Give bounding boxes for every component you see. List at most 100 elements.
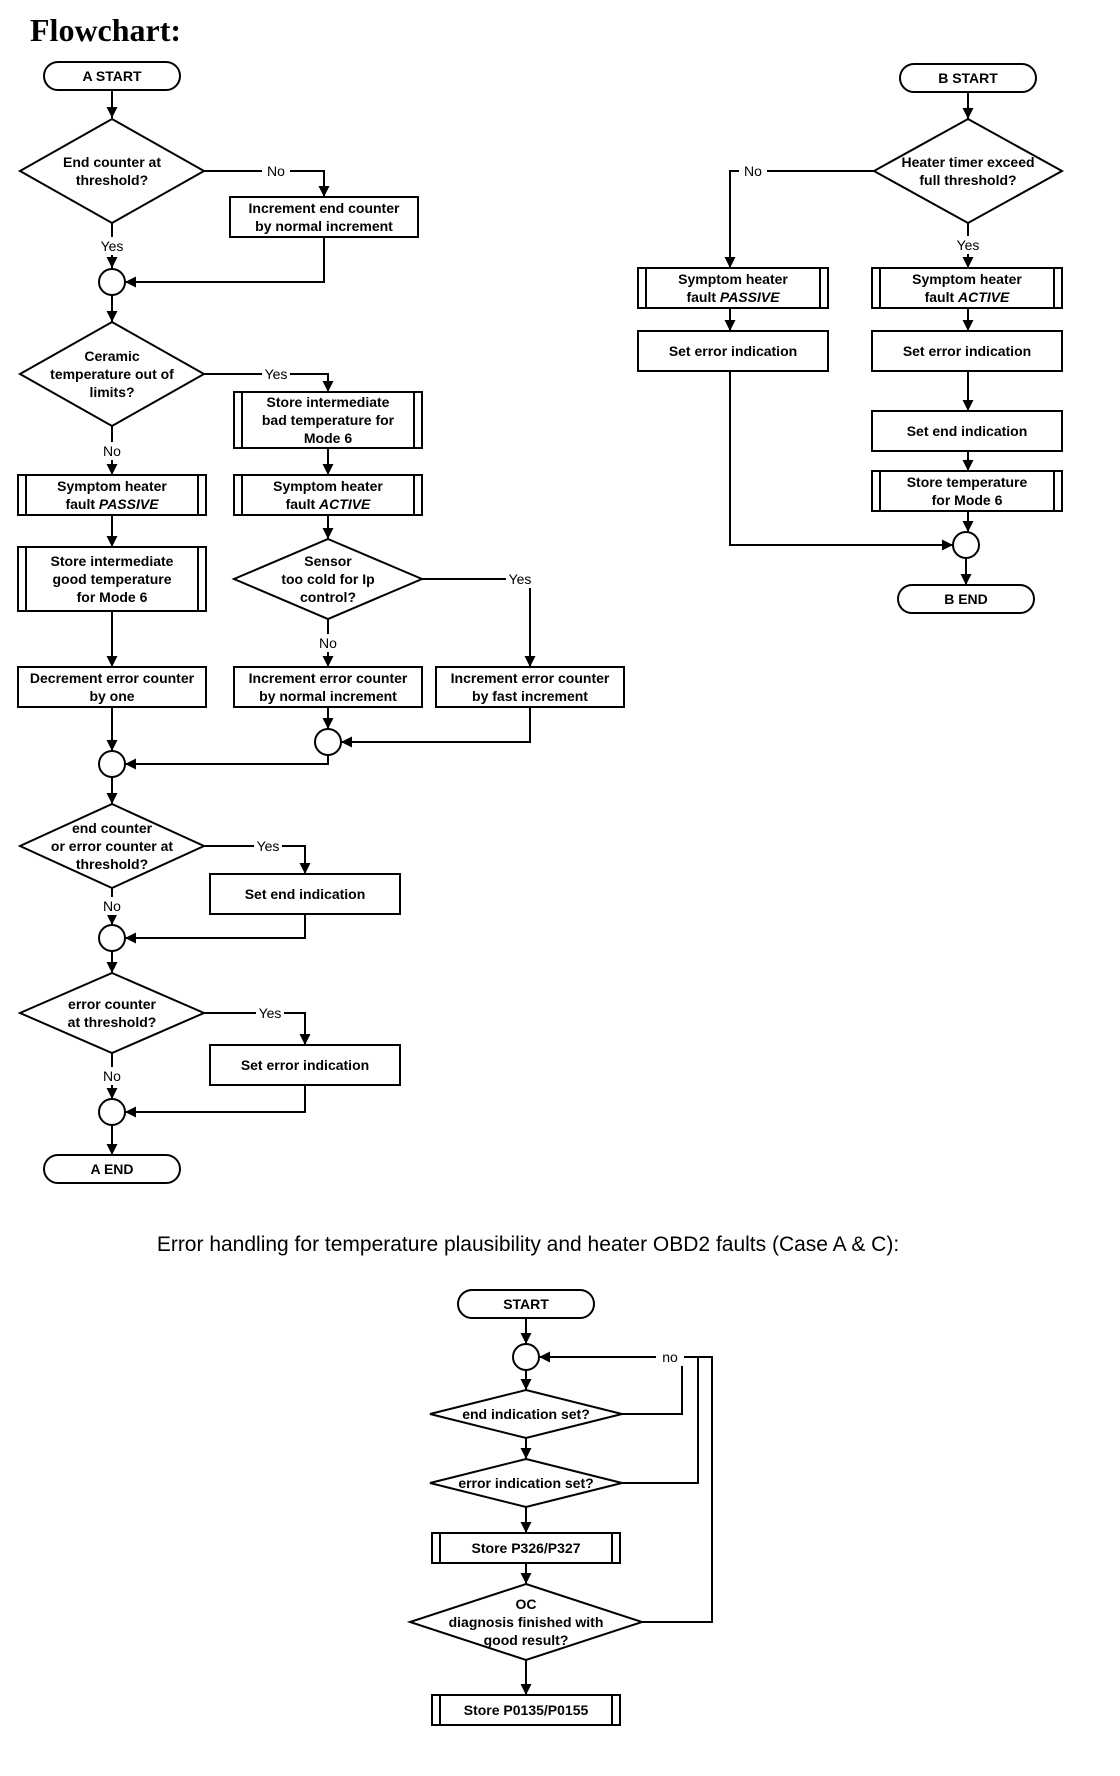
connector [622, 1357, 683, 1415]
a-start-terminal-label: A START [82, 68, 142, 84]
arrowhead [520, 1684, 532, 1695]
edge-label-no: No [103, 443, 121, 459]
b-end-terminal-label: B END [944, 591, 988, 607]
c-store-p326-box-line: Store P326/P327 [472, 1540, 581, 1556]
edge-label-no: No [103, 1068, 121, 1084]
edge-label-bg [262, 162, 290, 180]
a-sensor-cold-decision-line: too cold for Ip [281, 571, 374, 587]
a-increment-error-normal-box-line: Increment error counter [249, 670, 408, 686]
a-end-counter-decision: End counter at threshold? [17, 117, 207, 225]
arrowhead [962, 460, 974, 471]
c-store-p326-box-shape [431, 1532, 621, 1564]
a-error-counter-decision-line: at threshold? [68, 1014, 157, 1030]
connector [729, 371, 953, 546]
arrowhead [962, 521, 974, 532]
b-symptom-active-box-line: Symptom heater [912, 271, 1022, 287]
a-decrement-error-box-shape [17, 666, 207, 708]
b-end-terminal-shape [897, 584, 1035, 614]
b-set-end-indication-box: Set end indication [871, 410, 1063, 452]
edge-label-yes: Yes [265, 366, 288, 382]
a-ceramic-temp-decision-line: limits? [89, 384, 134, 400]
arrowhead [539, 1351, 550, 1363]
a-end-or-error-decision-shape [17, 802, 207, 890]
arrowhead [962, 108, 974, 119]
a-ceramic-temp-decision-line: Ceramic [84, 348, 139, 364]
arrowhead [106, 464, 118, 475]
a-symptom-passive-box-line: Symptom heater [57, 478, 167, 494]
edge-label-bg [314, 634, 342, 652]
b-set-error-right-box: Set error indication [871, 330, 1063, 372]
a-store-good-temp-box-line: good temperature [52, 571, 171, 587]
c-start-terminal-label: START [503, 1296, 549, 1312]
b-heater-timer-decision-shape [871, 117, 1065, 225]
arrowhead [106, 793, 118, 804]
connector [125, 914, 306, 939]
arrowhead [106, 536, 118, 547]
arrowhead [106, 257, 118, 268]
arrowhead [524, 656, 536, 667]
b-symptom-passive-box-shape [637, 267, 829, 309]
arrowhead [125, 1106, 136, 1118]
b-set-end-indication-box-line: Set end indication [907, 423, 1028, 439]
c-oc-diagnosis-decision-shape [406, 1582, 646, 1662]
arrowhead [318, 186, 330, 197]
connector [125, 1085, 306, 1113]
a-set-end-indication-box: Set end indication [209, 873, 401, 915]
a-store-good-temp-box-line: for Mode 6 [77, 589, 148, 605]
b-heater-timer-decision-line: Heater timer exceed [901, 154, 1034, 170]
c-end-indication-decision-line: end indication set? [462, 1406, 590, 1422]
a-junction-3 [98, 750, 126, 778]
b-start-terminal-shape [899, 63, 1037, 93]
a-sensor-cold-decision-line: Sensor [304, 553, 352, 569]
a-end-counter-decision-line: End counter at [63, 154, 161, 170]
a-junction-2 [314, 728, 342, 756]
edge-label-no: No [103, 898, 121, 914]
a-error-counter-decision-shape [17, 971, 207, 1055]
b-end-terminal: B END [897, 584, 1035, 614]
c-end-indication-decision-shape [429, 1388, 623, 1440]
edge-label-bg [262, 365, 290, 383]
arrowhead [299, 863, 311, 874]
a-store-bad-temp-box-line: bad temperature for [262, 412, 395, 428]
edge-label-yes: Yes [257, 838, 280, 854]
b-start-terminal-label: B START [938, 70, 998, 86]
c-error-indication-decision-shape [429, 1457, 623, 1509]
b-symptom-active-box-line: fault ACTIVE [925, 289, 1010, 305]
c-oc-diagnosis-decision-line: OC [516, 1596, 537, 1612]
c-store-p0135-box: Store P0135/P0155 [431, 1694, 621, 1726]
page-title: Flowchart: [30, 12, 182, 48]
arrowhead [106, 311, 118, 322]
edge-label-bg [98, 1067, 126, 1085]
a-increment-error-normal-box-shape [233, 666, 423, 708]
edge-label-no_lower: no [662, 1349, 678, 1365]
arrowhead [724, 320, 736, 331]
arrowhead [299, 1034, 311, 1045]
edge-label-yes: Yes [509, 571, 532, 587]
b-set-error-right-box-shape [871, 330, 1063, 372]
arrowhead [322, 718, 334, 729]
b-start-terminal: B START [899, 63, 1037, 93]
edge-label-no: No [267, 163, 285, 179]
a-end-or-error-decision-line: end counter [72, 820, 153, 836]
arrowhead [962, 257, 974, 268]
a-end-counter-decision-line: threshold? [76, 172, 148, 188]
c-error-indication-decision-line: error indication set? [458, 1475, 593, 1491]
b-symptom-passive-box-line: fault PASSIVE [686, 289, 780, 305]
b-set-error-right-box-line: Set error indication [903, 343, 1031, 359]
edge-label-bg [98, 237, 126, 255]
a-increment-error-fast-box-shape [435, 666, 625, 708]
a-symptom-active-box-line: Symptom heater [273, 478, 383, 494]
edge-label-bg [254, 837, 282, 855]
b-set-error-left-box-shape [637, 330, 829, 372]
